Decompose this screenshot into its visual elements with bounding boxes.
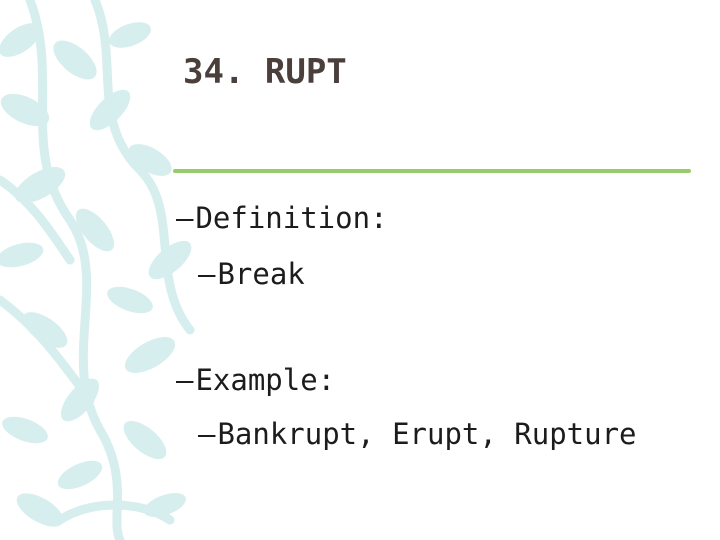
bullet-definition: –Definition: bbox=[176, 204, 388, 233]
sub-bullet-definition-value: –Break bbox=[198, 260, 305, 289]
bullet-text: Example: bbox=[195, 363, 336, 397]
bullet-text: Bankrupt, Erupt, Rupture bbox=[217, 417, 637, 451]
title-underline-rule bbox=[173, 169, 691, 173]
bullet-dash: – bbox=[198, 257, 216, 291]
bullet-dash: – bbox=[176, 363, 194, 397]
bullet-text: Break bbox=[217, 257, 305, 291]
sub-bullet-example-value: –Bankrupt, Erupt, Rupture bbox=[198, 420, 637, 449]
slide-title: 34. RUPT bbox=[183, 52, 347, 92]
bullet-dash: – bbox=[176, 201, 194, 235]
bullet-text: Definition: bbox=[195, 201, 388, 235]
bullet-example: –Example: bbox=[176, 366, 335, 395]
bullet-dash: – bbox=[198, 417, 216, 451]
